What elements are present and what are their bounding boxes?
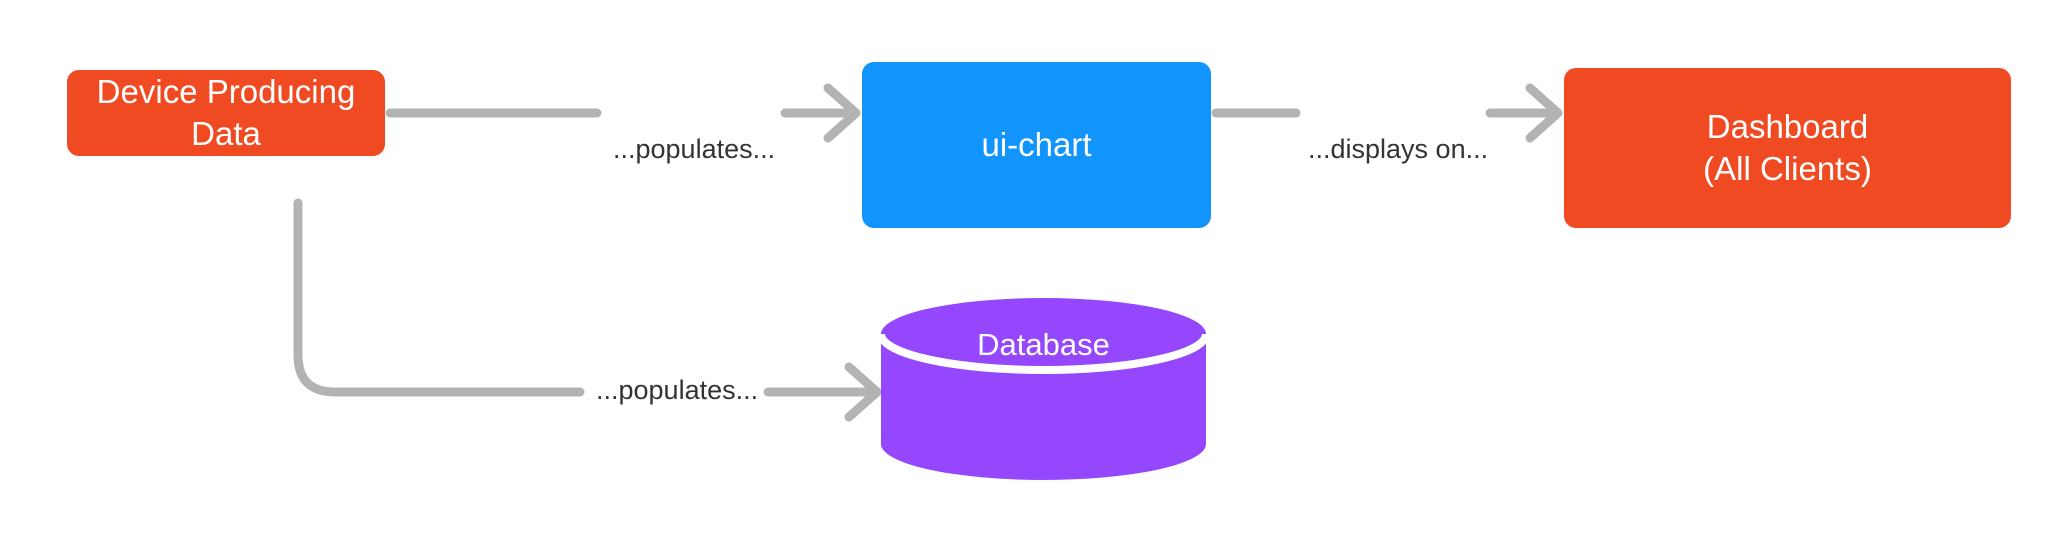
- edge-label-device-to-database: ...populates...: [596, 375, 759, 405]
- edge-device-to-database-stem: [293, 198, 585, 397]
- database-cylinder-icon: [881, 298, 1206, 480]
- node-ui-chart-label: ui-chart: [981, 125, 1092, 163]
- node-database-label: Database: [977, 327, 1110, 362]
- node-dashboard-label-line-1: Dashboard: [1706, 107, 1869, 145]
- edge-label-device-to-uichart: ...populates...: [613, 134, 776, 164]
- node-dashboard-label-line-2: (All Clients): [1703, 150, 1872, 187]
- edge-label-uichart-to-dashboard: ...displays on...: [1308, 134, 1489, 164]
- edge-device-to-uichart-arrowhead: [823, 83, 861, 143]
- node-device-label: Device Producing Data: [96, 72, 356, 152]
- node-database[interactable]: Database: [881, 298, 1206, 480]
- node-device-producing-data[interactable]: Device Producing Data: [67, 70, 385, 156]
- edge-uichart-to-dashboard-arrowhead: [1525, 83, 1563, 143]
- edge-device-to-database-arrowhead: [844, 362, 882, 422]
- node-ui-chart[interactable]: ui-chart: [862, 62, 1211, 228]
- node-dashboard[interactable]: Dashboard (All Clients): [1564, 68, 2011, 228]
